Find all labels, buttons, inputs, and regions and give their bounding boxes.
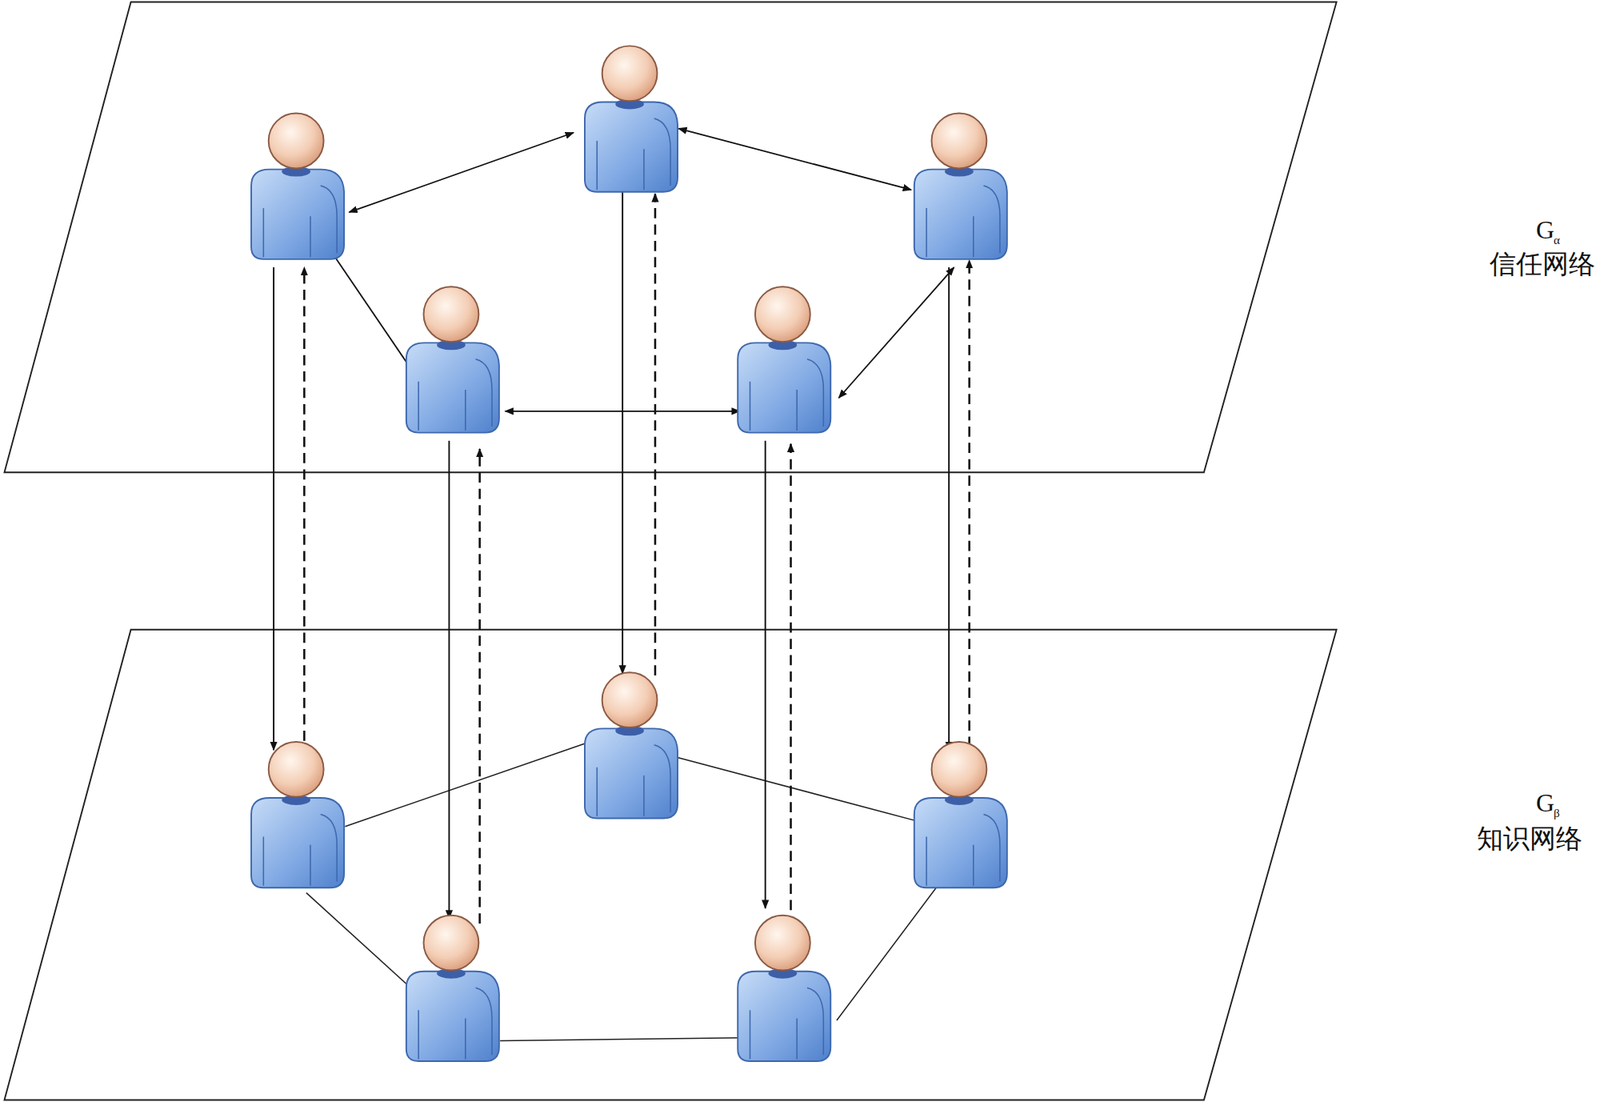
knowledge-plane — [4, 629, 1337, 1100]
layer-name: 知识网络 — [1476, 824, 1583, 853]
layer-name: 信任网络 — [1489, 249, 1596, 279]
layer-subscript: α — [1553, 233, 1560, 248]
layer-symbol: G — [1536, 788, 1555, 817]
person-icons-top — [251, 45, 1008, 432]
trust-plane — [4, 2, 1337, 473]
layer-subscript: β — [1553, 806, 1560, 820]
inter-layer-links — [273, 190, 970, 923]
layer-symbol: G — [1536, 216, 1555, 244]
person-icons-bottom — [251, 672, 1008, 1061]
